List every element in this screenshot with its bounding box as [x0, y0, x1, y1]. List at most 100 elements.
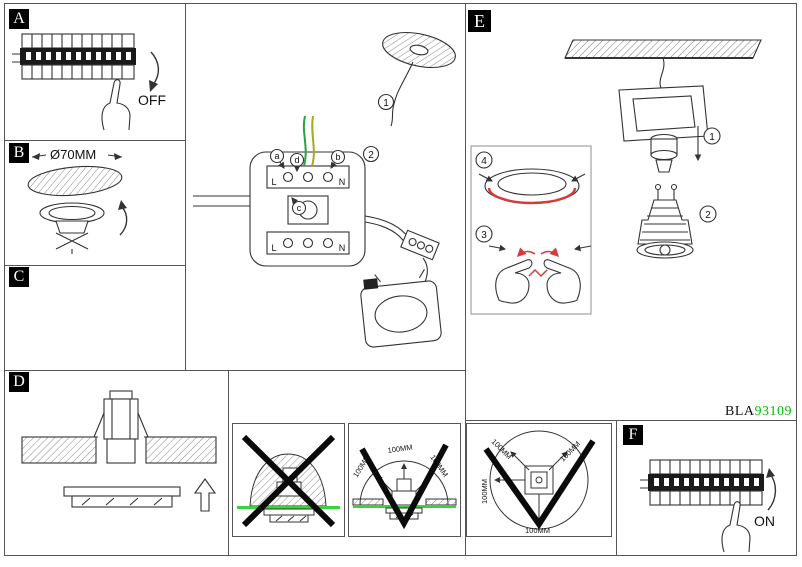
divider — [5, 265, 186, 266]
panel-b-illustration: Ø70MM — [27, 147, 128, 254]
step-1-number: 1 — [709, 132, 715, 143]
wire-c-marker: c — [291, 197, 307, 216]
circuit-breaker — [640, 459, 764, 506]
page-border — [4, 3, 797, 556]
clearance-radial-illustration: 100MM 100MM 100MM 100MM — [480, 430, 596, 535]
panel-c-illustration: 1 L N L N a — [193, 32, 456, 348]
step-2-marker: 2 — [362, 145, 380, 163]
ceiling-cutout — [382, 32, 456, 68]
panel-f-label: F — [623, 425, 643, 445]
divider — [465, 3, 466, 556]
red-wire — [528, 268, 548, 278]
wire-d-marker: d — [289, 152, 305, 173]
supply-wires-left — [193, 195, 250, 207]
step-2-marker: 2 — [699, 205, 717, 223]
hand-icon — [101, 79, 131, 131]
mains-wire — [390, 61, 414, 127]
dimension-arrow-right-head — [114, 153, 122, 160]
hand-icon — [721, 501, 751, 553]
step-4-marker: 4 — [475, 151, 493, 169]
spring-clips — [55, 232, 89, 254]
wire-d-letter: d — [294, 155, 299, 165]
red-bezel-edge — [487, 187, 577, 205]
step-1-marker: 1 — [377, 93, 395, 111]
spring-arms — [92, 412, 150, 438]
step-1-number: 1 — [383, 98, 389, 109]
switch-state-label: ON — [754, 513, 775, 529]
panel-e-label: E — [468, 10, 491, 32]
panel-a-illustration: OFF — [12, 33, 166, 131]
step-2-number: 2 — [368, 150, 374, 161]
cutout-diameter-label: Ø70MM — [50, 147, 96, 162]
terminal-live-top: L — [271, 177, 276, 187]
terminal-live-bottom: L — [271, 243, 276, 253]
divider — [228, 370, 229, 556]
lamp-housing — [396, 478, 412, 492]
adjusting-hands — [488, 244, 592, 304]
cross-mark — [241, 434, 336, 528]
step-3-number: 3 — [481, 230, 487, 241]
divider — [466, 420, 796, 421]
step-1-marker: 1 — [703, 127, 721, 145]
panel-b-label: B — [9, 143, 29, 163]
step-4-number: 4 — [481, 156, 487, 167]
neutral-wire — [311, 115, 315, 167]
rotate-arrow-head — [766, 468, 775, 478]
ceiling-surface — [237, 506, 340, 509]
check-mark — [483, 439, 596, 530]
trim-flange — [385, 507, 423, 514]
ceiling-section-right — [145, 436, 217, 464]
fixture-trim-square — [360, 269, 442, 348]
dimension-arrow-left-head — [32, 153, 40, 160]
rotate-arrow — [767, 473, 777, 511]
ceiling-hatch-right — [425, 498, 457, 506]
product-code-number: 93109 — [754, 404, 792, 419]
red-twist-arrow-right — [540, 247, 560, 258]
connector-to-fixture-wire — [422, 257, 428, 283]
check-mark — [359, 443, 449, 530]
wire-a-marker: a — [269, 148, 285, 169]
panel-c-label: C — [9, 267, 29, 287]
drop-wire — [659, 57, 665, 89]
rotate-up-arrow — [119, 206, 128, 236]
clearance-radial: 100MM 100MM 100MM 100MM — [466, 423, 612, 537]
red-twist-arrow-left — [516, 247, 536, 258]
warning-no-cover-illustration — [237, 434, 340, 528]
ceiling-section-left — [21, 436, 97, 464]
warning-no-cover — [232, 423, 345, 537]
wire-a-letter: a — [274, 151, 279, 161]
lamp-holder — [650, 133, 678, 173]
divider — [185, 3, 186, 371]
clearance-arc-illustration: 100MM 100MM 100MM — [351, 443, 457, 530]
adjustment-inset: 4 3 — [470, 145, 592, 315]
lamp-cable — [364, 215, 410, 245]
trim-flange — [263, 508, 315, 516]
right-hand-icon — [543, 259, 581, 304]
product-code-prefix: BLA — [725, 404, 755, 419]
clearance-label-top: 100MM — [387, 443, 413, 455]
clearance-label-s: 100MM — [525, 526, 550, 535]
trim-and-glass — [63, 486, 181, 508]
terminal-neutral-top: N — [339, 177, 346, 187]
clearance-arc-line — [359, 460, 449, 506]
wire-c-letter: c — [297, 203, 302, 213]
rotate-arrow — [150, 51, 160, 86]
trim-ring-side-view — [39, 202, 105, 254]
bezel-ring — [478, 168, 586, 205]
panel-a-label: A — [9, 9, 29, 29]
divider — [5, 140, 186, 141]
terminal-neutral-bottom: N — [339, 243, 346, 253]
panel-d-illustration — [21, 390, 217, 512]
recessed-housing — [92, 390, 150, 464]
panel-d-label: D — [9, 372, 29, 392]
divider — [5, 370, 466, 371]
divider — [616, 420, 617, 556]
ceiling-surface — [353, 505, 456, 508]
clearance-arc: 100MM 100MM 100MM — [348, 423, 461, 537]
step-3-marker: 3 — [475, 225, 493, 243]
gu10-bulb — [636, 183, 694, 259]
ceiling-hatch-band — [564, 39, 762, 59]
panel-f-illustration: ON — [640, 459, 777, 553]
glass-panel — [269, 514, 309, 523]
